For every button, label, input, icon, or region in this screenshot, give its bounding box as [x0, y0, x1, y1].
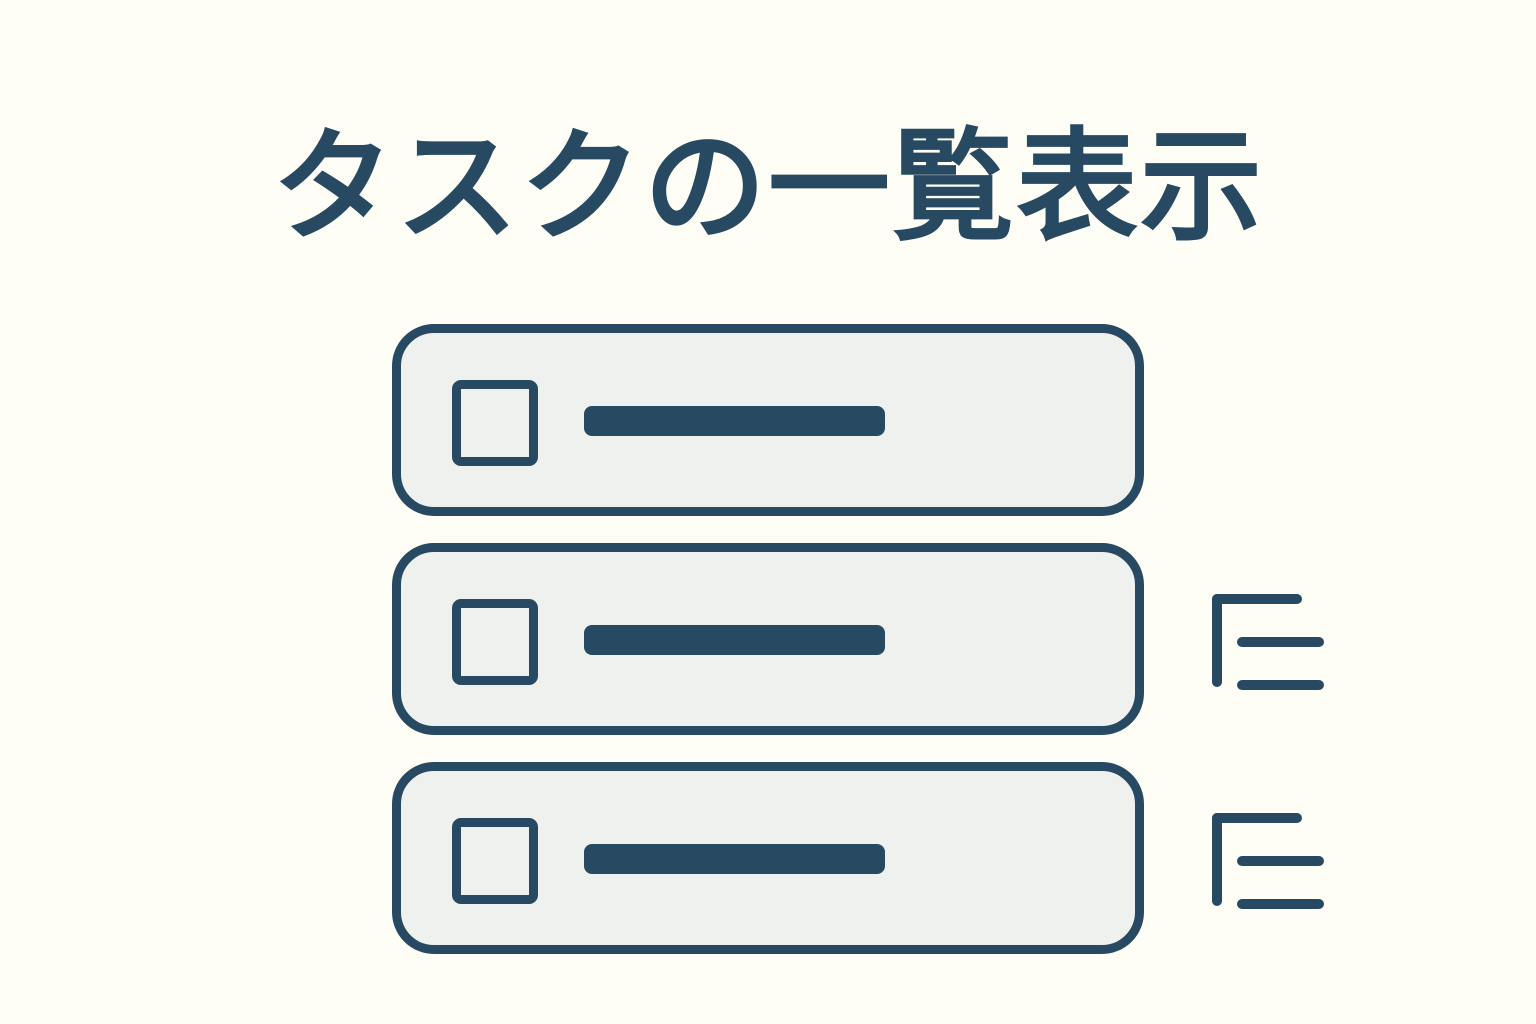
task-text-placeholder — [584, 406, 885, 436]
task-row[interactable] — [392, 543, 1144, 735]
task-text-placeholder — [584, 844, 885, 874]
checkbox-unchecked-icon[interactable] — [452, 380, 538, 466]
task-row[interactable] — [392, 762, 1144, 954]
task-row[interactable] — [392, 324, 1144, 516]
page-title: タスクの一覧表示 — [272, 116, 1264, 258]
checkbox-unchecked-icon[interactable] — [452, 818, 538, 904]
list-indent-icon[interactable] — [1212, 594, 1324, 690]
task-text-placeholder — [584, 625, 885, 655]
checkbox-unchecked-icon[interactable] — [452, 599, 538, 685]
list-indent-icon[interactable] — [1212, 813, 1324, 909]
